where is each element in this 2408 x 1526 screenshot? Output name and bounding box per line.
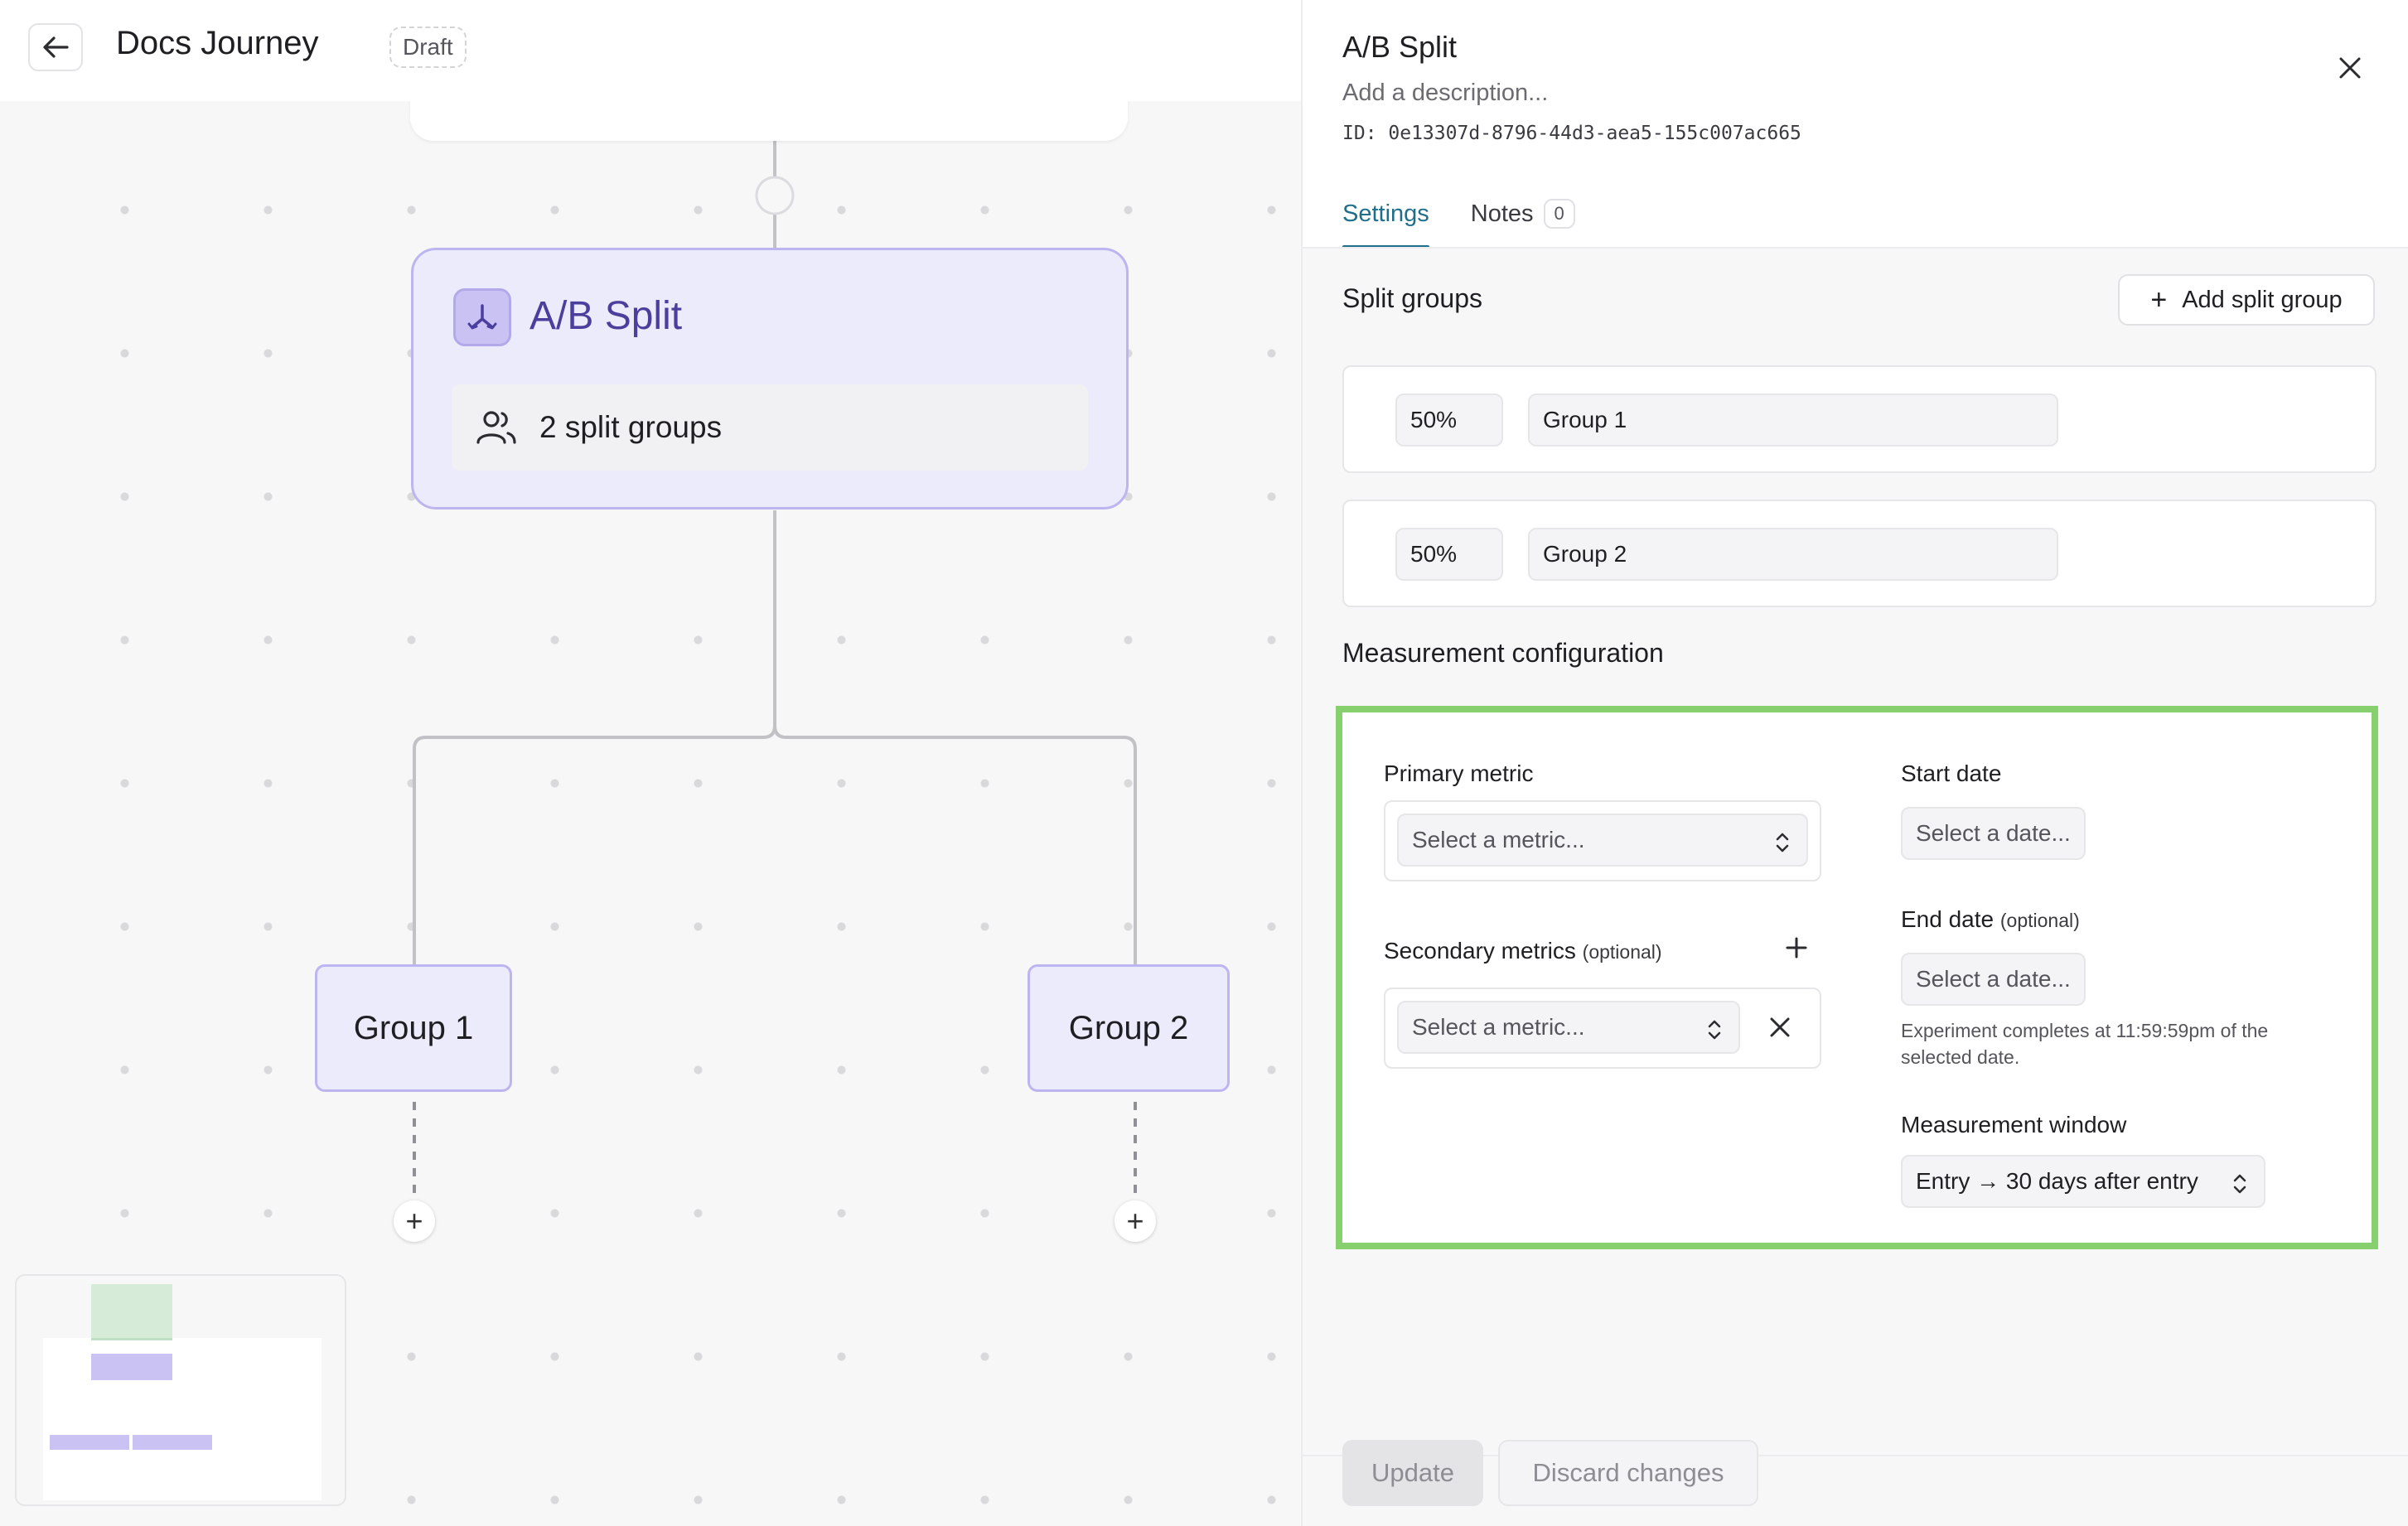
users-icon [476,411,516,444]
panel-tabs: Settings Notes 0 [1342,196,1617,249]
minimap-node [91,1354,172,1380]
end-date-picker[interactable]: Select a date... [1901,953,2086,1006]
minimap-node [91,1284,172,1340]
journey-canvas[interactable]: A/B Split 2 split groups Group 1 Group 2… [0,0,1301,1526]
close-button[interactable] [2332,50,2368,86]
end-date-label-text: End date [1901,906,1995,932]
description-field[interactable]: Add a description... [1342,80,1549,106]
status-badge: Draft [389,27,467,68]
split-branch-icon [453,288,511,346]
start-date-label: Start date [1901,761,2002,786]
close-icon [1770,1017,1790,1037]
tab-settings-label: Settings [1342,200,1429,227]
group-name-input[interactable]: Group 2 [1528,528,2058,581]
top-bar: Docs Journey Draft [0,0,1301,101]
split-group-row: 50% Group 2 [1342,500,2377,607]
split-groups-summary: 2 split groups [452,384,1088,471]
group-name-input[interactable]: Group 1 [1528,394,2058,447]
group-percent-input[interactable]: 50% [1395,528,1503,581]
tab-notes-label: Notes [1470,200,1534,227]
close-icon [2339,57,2361,79]
group-percent-input[interactable]: 50% [1395,394,1503,447]
secondary-metric-select[interactable]: Select a metric... [1397,1001,1740,1054]
chevron-updown-icon [1708,1020,1721,1040]
plus-icon: + [2150,284,2168,316]
primary-metric-select[interactable]: Select a metric... [1397,814,1808,867]
tab-notes[interactable]: Notes 0 [1471,196,1575,249]
add-step-button-group-1[interactable]: + [394,1200,435,1242]
plus-icon [1786,937,1807,959]
journey-title: Docs Journey [116,25,319,61]
panel-body: Split groups + Add split group 50% Group… [1303,249,2408,1455]
optional-tag: (optional) [1582,941,1662,963]
split-node-title: A/B Split [529,294,683,338]
measurement-heading: Measurement configuration [1342,638,1664,668]
measurement-config-box: Primary metric Select a metric... Second… [1336,706,2378,1249]
secondary-metrics-label-text: Secondary metrics [1384,938,1576,963]
measurement-window-label: Measurement window [1901,1112,2127,1137]
group-1-node[interactable]: Group 1 [315,964,512,1092]
primary-metric-placeholder: Select a metric... [1412,827,1585,852]
canvas-minimap[interactable] [15,1274,346,1506]
notes-count-badge: 0 [1543,199,1575,229]
end-date-label: End date (optional) [1901,906,2080,933]
tabs-divider [1303,247,2408,249]
panel-footer: Update Discard changes [1303,1440,2408,1526]
primary-metric-label: Primary metric [1384,761,1534,786]
node-settings-panel: A/B Split Add a description... ID: 0e133… [1301,0,2408,1526]
secondary-metric-placeholder: Select a metric... [1412,1014,1585,1040]
ab-split-node[interactable]: A/B Split 2 split groups [411,248,1129,509]
chevron-updown-icon [2233,1174,2246,1194]
group-2-node[interactable]: Group 2 [1028,964,1230,1092]
secondary-metrics-label: Secondary metrics (optional) [1384,938,1662,964]
add-split-group-label: Add split group [2182,286,2343,313]
panel-title[interactable]: A/B Split [1342,30,1458,64]
add-secondary-metric-button[interactable] [1782,933,1811,963]
primary-metric-wrapper: Select a metric... [1384,800,1821,881]
discard-changes-button[interactable]: Discard changes [1498,1440,1758,1506]
remove-secondary-metric-button[interactable] [1765,1012,1795,1042]
minimap-node [133,1435,212,1450]
split-groups-heading: Split groups [1342,283,1482,313]
measurement-window-value: Entry → 30 days after entry [1916,1168,2198,1194]
secondary-metric-wrapper: Select a metric... [1384,988,1821,1069]
minimap-viewport [43,1338,322,1500]
add-step-button-group-2[interactable]: + [1115,1200,1156,1242]
split-group-row: 50% Group 1 [1342,365,2377,473]
start-date-picker[interactable]: Select a date... [1901,807,2086,860]
measurement-window-select[interactable]: Entry → 30 days after entry [1901,1155,2265,1208]
optional-tag: (optional) [1999,910,2080,931]
end-date-hint: Experiment completes at 11:59:59pm of th… [1901,1020,2269,1068]
tab-settings[interactable]: Settings [1342,196,1429,249]
update-button[interactable]: Update [1342,1440,1483,1506]
split-groups-count: 2 split groups [539,410,723,444]
arrow-left-icon [43,36,69,58]
back-button[interactable] [28,23,83,71]
canvas-edges [413,141,1137,1210]
minimap-node [50,1435,129,1450]
add-split-group-button[interactable]: + Add split group [2118,274,2375,326]
node-id: ID: 0e13307d-8796-44d3-aea5-155c007ac665 [1342,123,1801,144]
chevron-updown-icon [1776,833,1789,852]
